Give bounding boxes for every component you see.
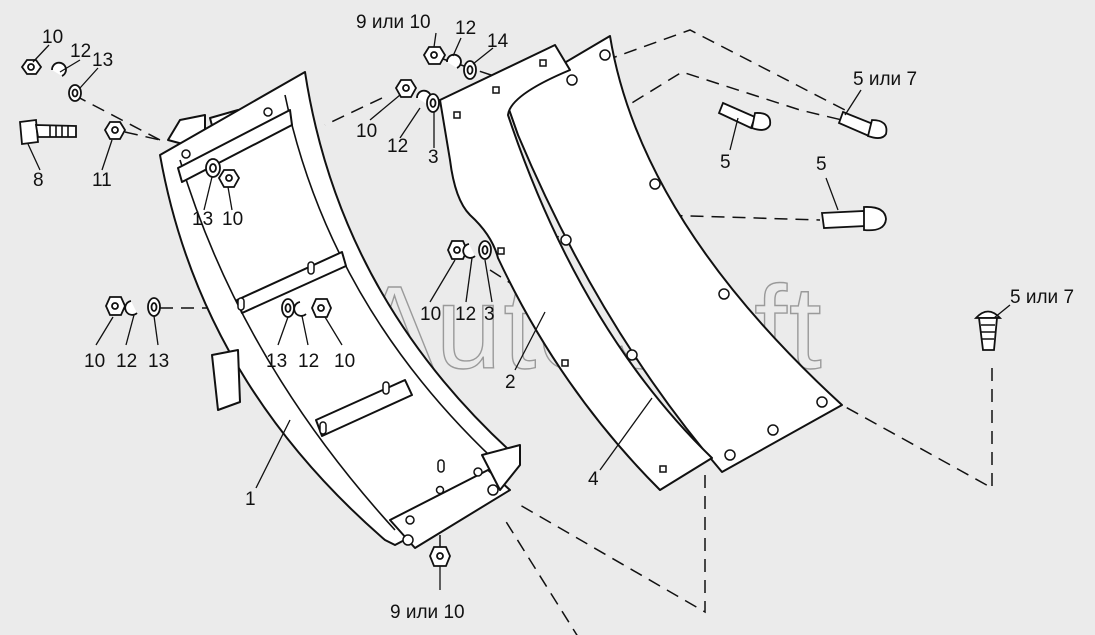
part-5-7-bolt-right (837, 110, 888, 139)
label-12-right: 12 (455, 304, 476, 325)
label-1: 1 (245, 489, 256, 510)
part-10-nut-mid (394, 79, 418, 98)
label-10-right: 10 (420, 304, 441, 325)
part-10-nut-right (447, 240, 468, 260)
part-labels: 10 12 13 8 11 9 или 10 12 14 10 12 3 13 … (33, 12, 1074, 623)
label-13-left: 13 (148, 351, 169, 372)
label-10-mid: 10 (356, 121, 377, 142)
part-13-washer-topleft (68, 84, 82, 102)
part-3-washer-right (478, 240, 492, 260)
label-4: 4 (588, 469, 599, 490)
part-13-washer-frame (205, 158, 221, 178)
label-12-center: 12 (298, 351, 319, 372)
part-10-nut-topleft (20, 59, 43, 75)
part-12-washer-right (462, 243, 476, 259)
label-9-or-10-top: 9 или 10 (356, 12, 431, 33)
part-5-7-bolt-far (973, 310, 1003, 351)
label-13-center: 13 (266, 351, 287, 372)
part-10-nut-center (311, 298, 332, 318)
part-12-washer-top (446, 53, 462, 69)
label-10-center: 10 (334, 351, 355, 372)
part-14-washer (463, 60, 477, 80)
label-10-frame: 10 (222, 209, 243, 230)
part-3-washer-mid (426, 93, 440, 113)
label-8: 8 (33, 170, 44, 191)
part-11-nut (103, 121, 127, 140)
label-11: 11 (92, 170, 112, 191)
label-14: 14 (487, 31, 509, 52)
label-13-frame: 13 (192, 209, 213, 230)
part-12-washer-left (124, 300, 138, 316)
part-13-washer-center (281, 298, 295, 318)
part-8-bolt (19, 118, 77, 146)
label-3-right: 3 (484, 304, 495, 325)
label-12-left: 12 (116, 351, 137, 372)
part-2-inner-plate (439, 44, 713, 491)
label-3-mid: 3 (428, 147, 439, 168)
label-5-or-7-right: 5 или 7 (853, 69, 917, 90)
label-10: 10 (42, 27, 63, 48)
label-12-mid: 12 (387, 136, 408, 157)
label-5-b: 5 (816, 154, 827, 175)
part-12-washer-topleft (51, 61, 67, 77)
label-10-left: 10 (84, 351, 105, 372)
leader-lines (27, 32, 1011, 590)
label-12-top: 12 (455, 18, 476, 39)
part-13-washer-left (147, 297, 161, 317)
label-2: 2 (505, 372, 516, 393)
part-5-bolt-b (820, 206, 887, 232)
part-9-10-nut-top (422, 46, 447, 65)
part-12-washer-center (293, 301, 307, 317)
label-9-or-10-bottom: 9 или 10 (390, 602, 465, 623)
label-12: 12 (70, 41, 91, 62)
part-10-nut-frame (217, 169, 241, 188)
label-5-a: 5 (720, 152, 731, 173)
part-9-10-nut-bottom (429, 546, 451, 567)
label-5-or-7-far: 5 или 7 (1010, 287, 1074, 308)
part-5-bolt-a (717, 101, 772, 131)
part-4-outer-plate (504, 35, 843, 473)
part-10-nut-left (105, 296, 126, 316)
label-13: 13 (92, 50, 113, 71)
